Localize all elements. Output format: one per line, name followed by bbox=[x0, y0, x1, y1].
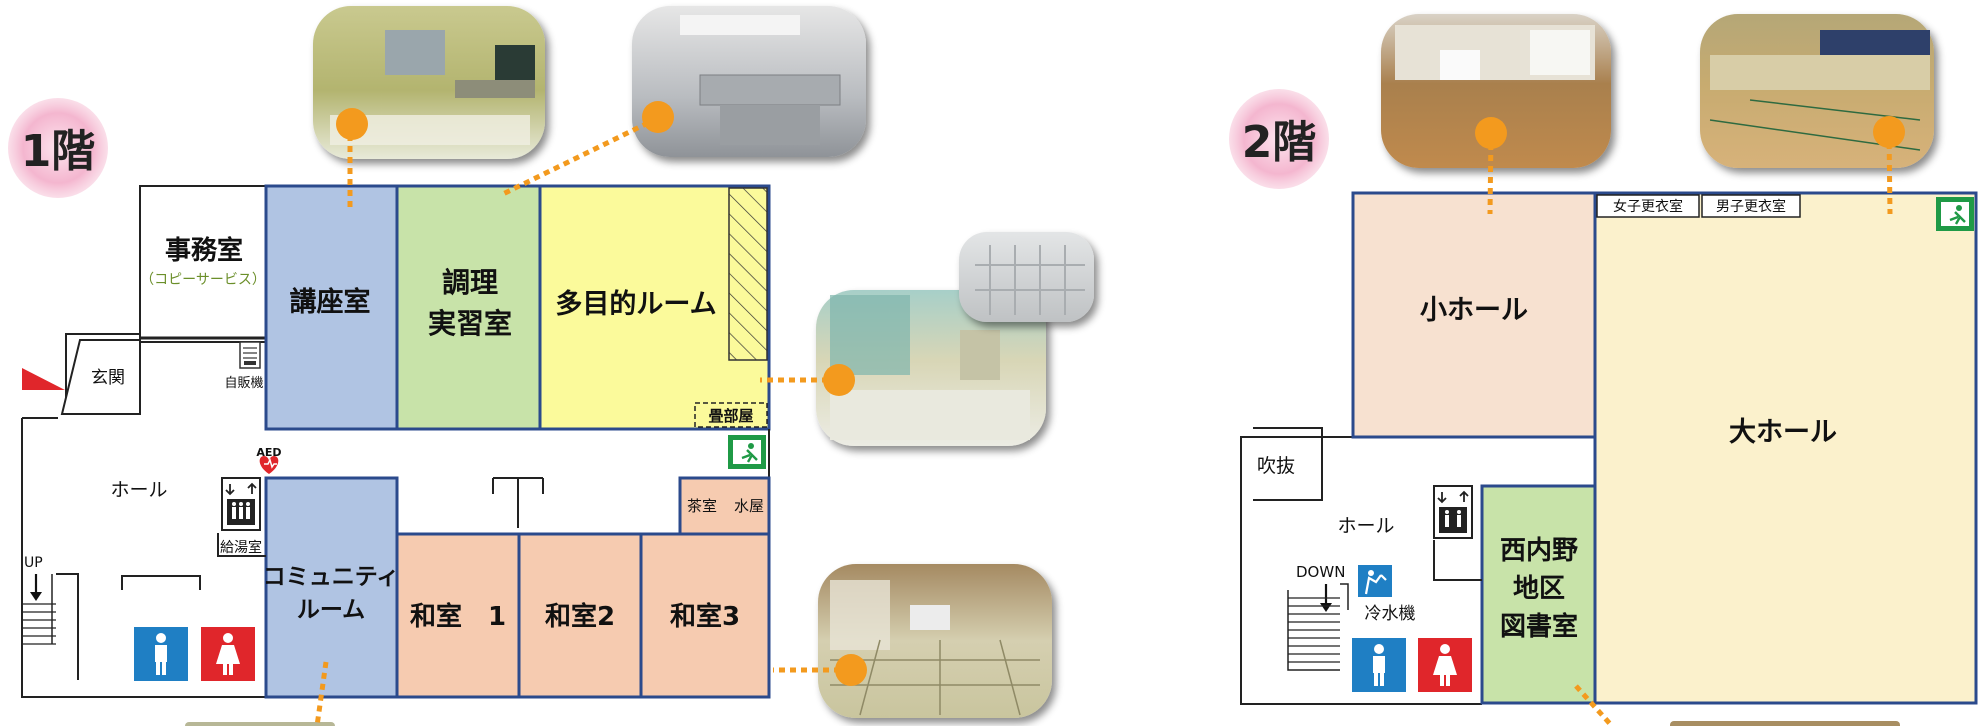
hall-1f-label: ホール bbox=[110, 479, 167, 501]
washitsu2-label: 和室2 bbox=[545, 601, 615, 632]
photo-library-partial bbox=[1670, 721, 1900, 726]
room-washitsu-2[interactable]: 和室2 bbox=[517, 532, 643, 699]
marker-small-hall[interactable] bbox=[1475, 117, 1507, 149]
elevator-icon bbox=[221, 477, 261, 531]
hall-2f-label: ホール bbox=[1337, 515, 1394, 537]
female-toilet-icon bbox=[201, 627, 255, 681]
room-big-hall[interactable]: 大ホール bbox=[1593, 191, 1978, 705]
room-cooking[interactable]: 調理 実習室 bbox=[395, 184, 542, 431]
mizuya-label: 水屋 bbox=[734, 497, 764, 515]
vending-machine-icon bbox=[239, 341, 261, 369]
mens-locker-label: 男子更衣室 bbox=[1716, 198, 1786, 215]
aed-icon: AED bbox=[256, 446, 282, 474]
entrance-label: 玄関 bbox=[91, 368, 125, 388]
floor1-badge-label: 1階 bbox=[21, 126, 96, 177]
lecture-label: 講座室 bbox=[290, 286, 371, 318]
small-hall-label: 小ホール bbox=[1420, 295, 1528, 326]
male-toilet-icon bbox=[134, 627, 188, 681]
room-womens-locker[interactable]: 女子更衣室 bbox=[1596, 194, 1700, 218]
marker-washitsu[interactable] bbox=[835, 654, 867, 686]
multipurpose-label: 多目的ルーム bbox=[555, 288, 716, 320]
cooking-label-2: 実習室 bbox=[428, 307, 512, 340]
stairs-1f: UP bbox=[22, 555, 79, 680]
drinking-fountain-icon bbox=[1358, 565, 1392, 597]
room-multipurpose[interactable]: 多目的ルーム 畳部屋 bbox=[538, 184, 771, 431]
up-label: UP bbox=[24, 555, 43, 571]
office-sub-label: （コピーサービス） bbox=[140, 272, 266, 288]
marker-cooking[interactable] bbox=[642, 101, 674, 133]
fukinuke-label: 吹抜 bbox=[1257, 455, 1295, 477]
room-office[interactable]: 事務室 （コピーサービス） bbox=[139, 185, 269, 340]
emergency-exit-icon bbox=[728, 435, 766, 469]
photo-community-room-partial bbox=[185, 722, 335, 726]
room-small-hall[interactable]: 小ホール bbox=[1351, 191, 1597, 439]
kyutou-wall bbox=[217, 533, 266, 557]
community-label-1: コミュニティ bbox=[263, 564, 400, 590]
water-cooler-label: 冷水機 bbox=[1365, 604, 1416, 624]
down-label: DOWN bbox=[1296, 563, 1345, 581]
kyutou-label: 給湯室 bbox=[220, 539, 262, 556]
washitsu3-label: 和室3 bbox=[670, 601, 740, 632]
elevator-wall-2f bbox=[1433, 540, 1482, 581]
floor2-badge-label: 2階 bbox=[1242, 117, 1317, 168]
room-washitsu-1[interactable]: 和室 1 bbox=[395, 532, 521, 699]
floor2-outline bbox=[1240, 427, 1482, 705]
photo-multipurpose-room bbox=[816, 290, 1046, 446]
tatami-small-label: 畳部屋 bbox=[708, 407, 753, 425]
community-label-2: ルーム bbox=[297, 597, 365, 623]
womens-locker-label: 女子更衣室 bbox=[1613, 198, 1683, 215]
markers-2f bbox=[1475, 116, 1905, 149]
library-label-3: 図書室 bbox=[1500, 611, 1578, 642]
room-tea[interactable]: 茶室 水屋 bbox=[678, 476, 771, 536]
room-community[interactable]: コミュニティ ルーム bbox=[263, 476, 400, 699]
room-lecture[interactable]: 講座室 bbox=[264, 184, 399, 431]
photo-small-hall bbox=[1381, 14, 1611, 168]
library-label-1: 西内野 bbox=[1500, 536, 1578, 566]
male-toilet-icon-2f bbox=[1352, 638, 1406, 692]
entrance-flag-icon bbox=[22, 368, 65, 390]
chashitsu-label: 茶室 bbox=[687, 497, 717, 515]
female-toilet-icon-2f bbox=[1418, 638, 1472, 692]
marker-lecture[interactable] bbox=[336, 108, 368, 140]
marker-big-hall[interactable] bbox=[1873, 116, 1905, 148]
floor2-badge: 2階 bbox=[1229, 89, 1329, 189]
aed-label: AED bbox=[256, 446, 281, 459]
room-washitsu-3[interactable]: 和室3 bbox=[639, 532, 771, 699]
library-label-2: 地区 bbox=[1513, 574, 1565, 604]
emergency-exit-icon-2f bbox=[1936, 197, 1974, 231]
room-library[interactable]: 西内野 地区 図書室 bbox=[1480, 484, 1597, 705]
entrance[interactable]: 玄関 bbox=[60, 339, 141, 415]
stairs-2f: DOWN bbox=[1287, 563, 1349, 671]
markers-1f bbox=[336, 101, 867, 686]
office-label: 事務室 bbox=[165, 235, 243, 266]
cooking-label-1: 調理 bbox=[442, 266, 498, 299]
photo-washitsu bbox=[818, 564, 1052, 718]
washitsu1-label: 和室 1 bbox=[410, 601, 506, 632]
room-mens-locker[interactable]: 男子更衣室 bbox=[1701, 194, 1801, 218]
vending-label: 自販機 bbox=[224, 376, 263, 391]
marker-multipurpose[interactable] bbox=[823, 364, 855, 396]
big-hall-label: 大ホール bbox=[1729, 417, 1837, 448]
elevator-icon-2f bbox=[1433, 485, 1473, 539]
toilet-wall bbox=[121, 575, 201, 590]
photo-cooking-room bbox=[632, 6, 866, 157]
photo-storage-shelves bbox=[959, 232, 1094, 322]
photo-big-hall bbox=[1700, 14, 1934, 168]
floor1-badge: 1階 bbox=[8, 98, 108, 198]
